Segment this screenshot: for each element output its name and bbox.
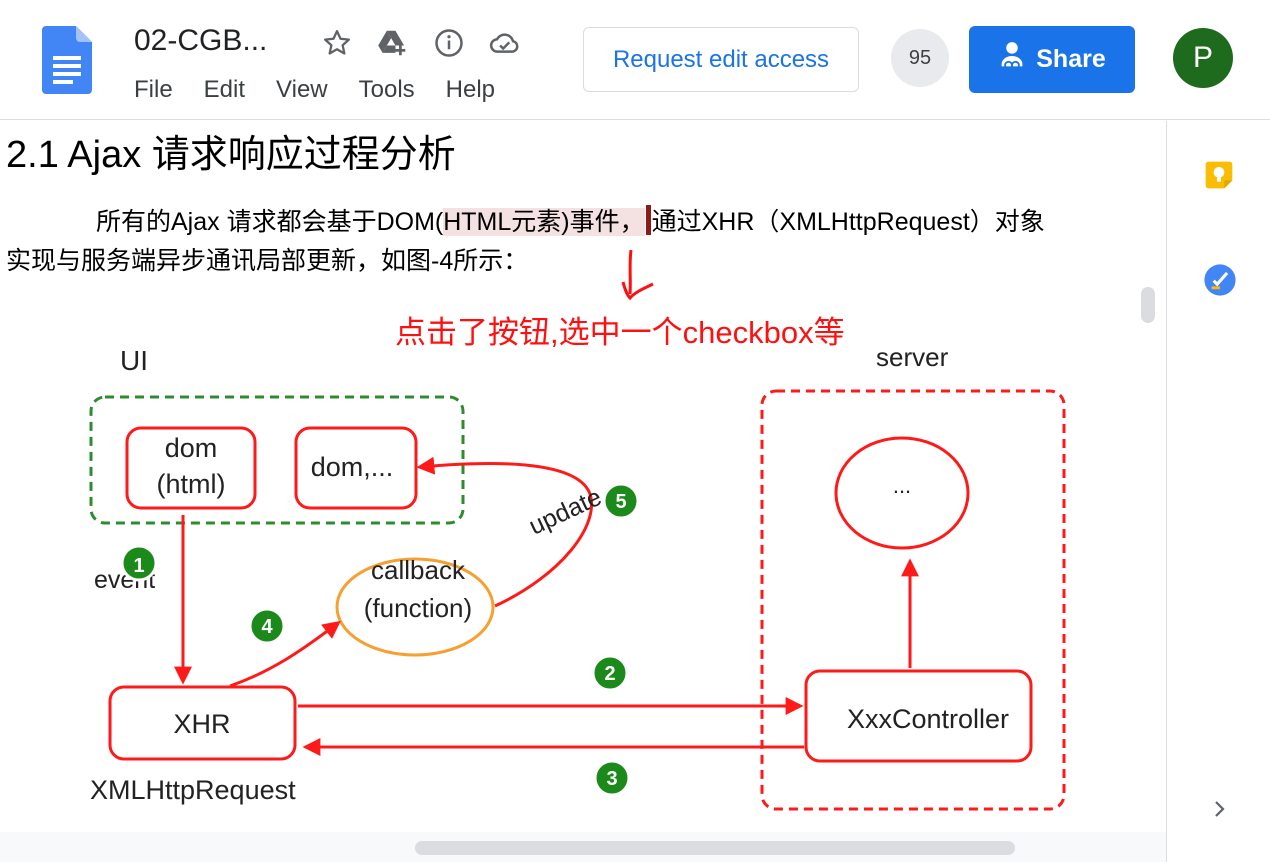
vertical-scrollbar[interactable] — [1135, 121, 1165, 832]
controller-label: XxxController — [847, 704, 1009, 734]
keep-icon[interactable] — [1203, 159, 1235, 196]
svg-text:4: 4 — [261, 616, 273, 638]
ajax-flow-diagram: UI server dom (html) dom,... ... XxxCont… — [89, 342, 1066, 811]
top-bar: 02-CGB... File Edit View Tools Help Requ… — [0, 0, 1270, 120]
server-label: server — [876, 342, 949, 372]
share-person-icon — [998, 41, 1026, 78]
side-panel — [1166, 121, 1270, 862]
controller-box — [804, 669, 1033, 763]
dom-html-label-2: (html) — [157, 469, 226, 499]
document-title[interactable]: 02-CGB... — [134, 24, 268, 57]
update-label: update — [525, 483, 606, 541]
title-icons — [320, 26, 522, 60]
dom-etc-box — [294, 426, 418, 510]
star-icon[interactable] — [320, 26, 354, 60]
xhr-to-callback-arrow — [229, 620, 341, 688]
update-arrow — [416, 456, 593, 608]
highlighted-text: HTML元素)事件， — [443, 208, 645, 236]
xhr-label: XHR — [173, 709, 230, 739]
server-container — [760, 389, 1066, 811]
step-badge-3: 3 — [593, 759, 631, 797]
callback-label-2: (function) — [364, 593, 472, 623]
drive-add-icon[interactable] — [376, 26, 410, 60]
svg-text:5: 5 — [615, 491, 626, 513]
server-node-label: ... — [893, 473, 911, 498]
info-icon[interactable] — [432, 26, 466, 60]
paragraph: 所有的Ajax 请求都会基于DOM(HTML元素)事件，通过XHR（XMLHtt… — [6, 203, 1135, 281]
docs-logo-icon[interactable] — [42, 26, 92, 94]
viewer-count-badge[interactable]: 95 — [891, 29, 949, 87]
callback-node — [335, 557, 495, 657]
step-badge-2: 2 — [591, 654, 629, 692]
xhr-box — [108, 685, 297, 761]
menu-tools[interactable]: Tools — [358, 76, 415, 103]
handwritten-arrow — [621, 249, 654, 301]
paragraph-text-b: 通过XHR（XMLHttpRequest）对象 — [651, 208, 1045, 236]
step-badge-5: 5 — [602, 482, 640, 520]
menu-help[interactable]: Help — [445, 76, 496, 103]
share-button[interactable]: Share — [969, 26, 1135, 93]
tasks-icon[interactable] — [1203, 263, 1237, 302]
ui-container — [89, 395, 465, 525]
menu-bar: File Edit View Tools Help — [134, 76, 526, 104]
paragraph-line-1: 所有的Ajax 请求都会基于DOM(HTML元素)事件，通过XHR（XMLHtt… — [6, 203, 1135, 242]
svg-text:1: 1 — [133, 555, 144, 577]
step-badge-1: 1 — [120, 544, 158, 582]
paragraph-line-2: 实现与服务端异步通讯局部更新，如图-4所示： — [6, 247, 529, 275]
menu-file[interactable]: File — [134, 76, 173, 103]
menu-edit[interactable]: Edit — [203, 76, 246, 103]
document-canvas[interactable]: 2.1 Ajax 请求响应过程分析 所有的Ajax 请求都会基于DOM(HTML… — [0, 121, 1135, 832]
avatar[interactable]: P — [1173, 28, 1233, 88]
annotation-note: 点击了按钮,选中一个checkbox等 — [395, 315, 845, 350]
server-node — [834, 436, 970, 550]
callback-label-1: callback — [371, 555, 466, 585]
ui-label: UI — [120, 345, 148, 376]
share-label: Share — [1036, 45, 1106, 73]
comment-cursor — [645, 205, 651, 235]
chevron-right-icon[interactable] — [1207, 797, 1231, 826]
request-edit-access-button[interactable]: Request edit access — [583, 27, 859, 92]
vertical-scroll-thumb[interactable] — [1141, 287, 1155, 323]
dom-html-label-1: dom — [165, 433, 218, 463]
svg-text:2: 2 — [604, 663, 615, 685]
horizontal-scroll-thumb[interactable] — [415, 841, 1015, 855]
menu-view[interactable]: View — [276, 76, 328, 103]
svg-text:3: 3 — [606, 768, 617, 790]
dom-html-box — [125, 426, 257, 510]
paragraph-text-a: 所有的Ajax 请求都会基于DOM( — [96, 208, 444, 236]
step-badge-4: 4 — [248, 607, 286, 645]
dom-etc-label: dom,... — [311, 452, 394, 482]
cloud-saved-icon[interactable] — [488, 26, 522, 60]
xhr-full-label: XMLHttpRequest — [90, 775, 296, 805]
section-heading: 2.1 Ajax 请求响应过程分析 — [6, 134, 456, 176]
